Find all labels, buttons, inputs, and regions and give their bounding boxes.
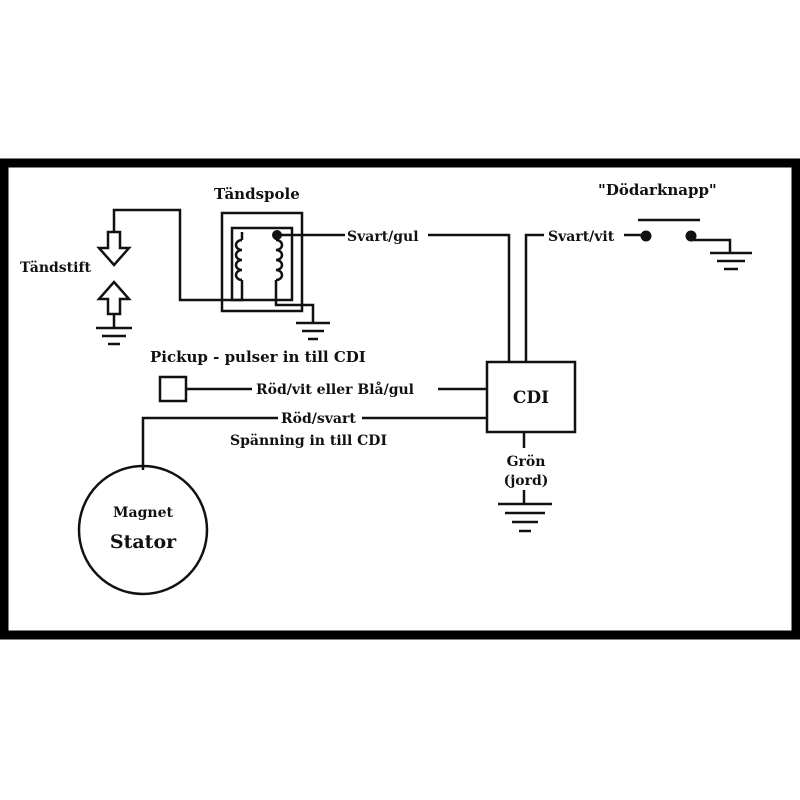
cdi-ground [498, 432, 552, 533]
coil-ground [274, 292, 330, 341]
coil-primary-winding [234, 238, 243, 282]
magnet-label: Magnet [113, 505, 173, 521]
plug-label: Tändstift [20, 260, 91, 276]
wire-coil-label: Svart/gul [347, 229, 419, 245]
coil-secondary-winding [275, 238, 284, 282]
wire-cdi-to-kill-switch [524, 233, 544, 362]
ground-wire-label: Grön [507, 454, 546, 470]
plug-upper-electrode [96, 230, 132, 267]
stator-label: Stator [110, 531, 177, 553]
cdi-unit [485, 360, 577, 434]
coil-outer-box [220, 211, 304, 313]
diagram-frame [0, 158, 800, 640]
ignition-coil [220, 211, 304, 313]
wire-pickup-label: Röd/vit eller Blå/gul [256, 380, 414, 398]
ht-lead [112, 208, 244, 302]
wire-stator-label: Röd/svart [281, 411, 356, 427]
spark-plug [96, 230, 132, 346]
kill-switch [638, 218, 752, 271]
wire-stator-to-cdi [141, 416, 278, 470]
pickup-title: Pickup - pulser in till CDI [150, 348, 366, 366]
kill-switch-label: "Dödarknapp" [598, 181, 717, 199]
stator-caption: Spänning in till CDI [230, 433, 387, 449]
coil-core [230, 226, 294, 302]
wire-kill-label: Svart/vit [548, 229, 615, 245]
magnet-stator [77, 464, 209, 596]
coil-label: Tändspole [214, 185, 300, 203]
ground-note-label: (jord) [504, 473, 549, 489]
cdi-label: CDI [513, 388, 549, 408]
